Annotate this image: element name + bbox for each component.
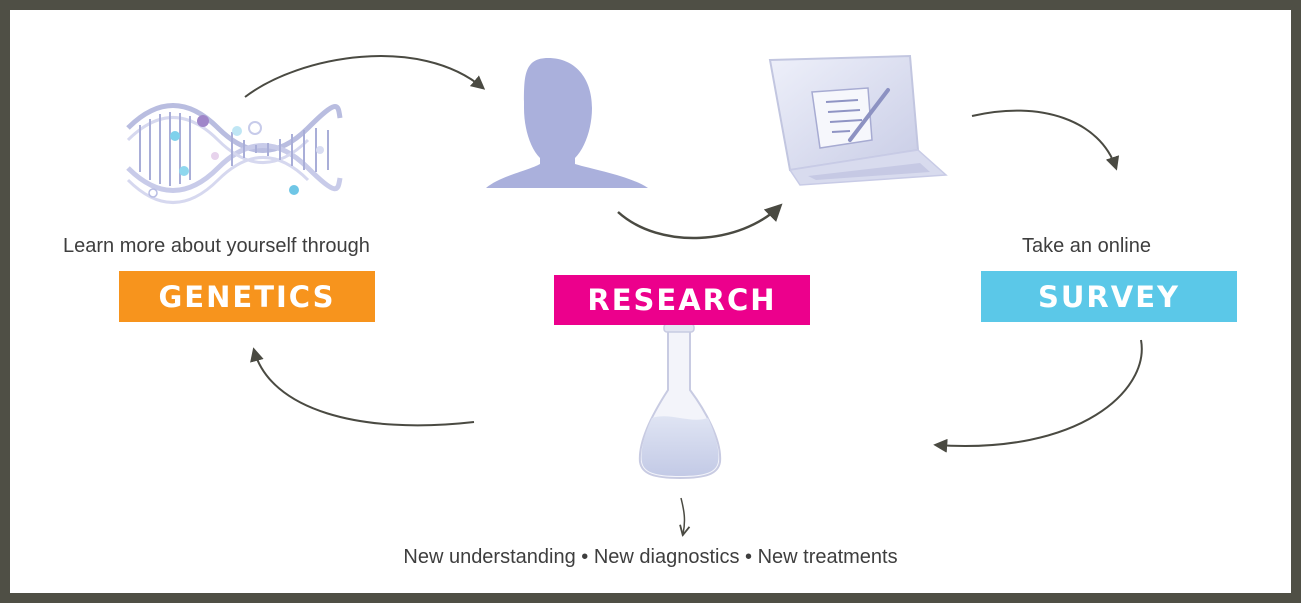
arrow-survey-to-lab	[933, 339, 1143, 453]
arrow-survey-top	[971, 109, 1120, 171]
flask-icon	[638, 323, 722, 480]
laptop-survey-icon	[768, 54, 948, 186]
arrow-lab-to-outcomes	[681, 497, 684, 534]
arrow-research-to-survey	[617, 203, 783, 240]
arrow-icon	[244, 55, 1143, 534]
person-silhouette-icon	[486, 58, 650, 188]
arrow-genetics-to-research	[244, 55, 486, 98]
genetics-label: GENETICS	[119, 271, 375, 322]
arrow-lab-to-genetics	[250, 347, 475, 427]
research-label: RESEARCH	[554, 275, 810, 325]
outcomes-text: New understanding • New diagnostics • Ne…	[403, 546, 898, 568]
survey-label: SURVEY	[981, 271, 1237, 322]
dna-icon	[126, 103, 343, 204]
genetics-caption: Learn more about yourself through	[63, 235, 370, 257]
survey-caption: Take an online	[1022, 235, 1151, 257]
